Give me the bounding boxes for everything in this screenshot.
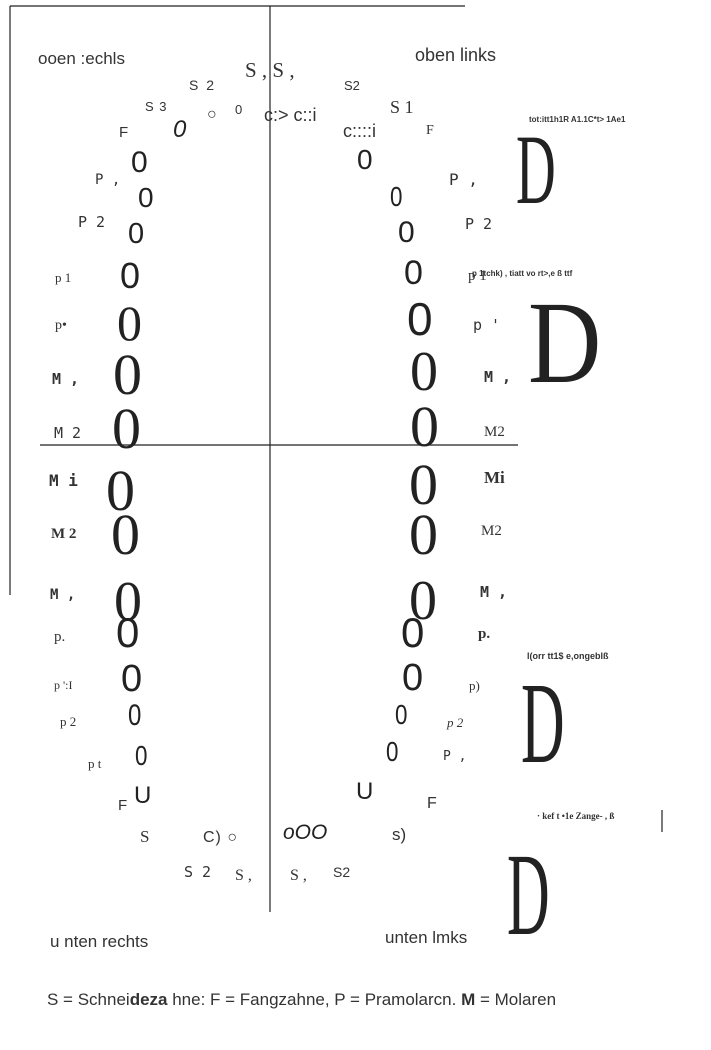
tooth-glyph-left-lower-p4: 0 bbox=[386, 738, 398, 766]
label-incisor-shapes-bottom-right: C) ○ bbox=[203, 830, 238, 846]
tooth-glyph-right-upper-p1: 0 bbox=[138, 184, 154, 212]
tooth-glyph-right-upper-p2: 0 bbox=[128, 220, 144, 249]
side-glyph-d-4: D bbox=[507, 836, 550, 954]
label-s2-top-right: S 2 bbox=[189, 78, 216, 92]
label-m2-bottom-left: M2 bbox=[481, 524, 502, 539]
tooth-glyph-left-upper-p3: 0 bbox=[404, 256, 423, 290]
tooth-glyph-right-upper-f: 0 bbox=[131, 148, 148, 178]
label-p-bottom-left: p. bbox=[478, 627, 490, 642]
label-m1-top-right: M , bbox=[52, 372, 79, 387]
tooth-glyph-right-upper-p4: 0 bbox=[117, 298, 142, 348]
label-f-top-left: F bbox=[426, 124, 434, 138]
side-glyph-d-2: D bbox=[528, 284, 601, 402]
label-p2-top-left: P 2 bbox=[465, 217, 492, 232]
label-incisor-shapes-left: c::::i bbox=[343, 122, 376, 140]
tooth-glyph-left-lower-f: U bbox=[356, 780, 373, 804]
tooth-glyph-left-lower-p1: 0 bbox=[401, 612, 424, 654]
quadrant-label-bottom-right: u nten rechts bbox=[50, 933, 148, 950]
side-glyph-d-1: D bbox=[516, 120, 556, 220]
label-mi-bottom-right: M i bbox=[49, 473, 78, 489]
side-note-4: · kef t •1e Zange- , ß bbox=[537, 812, 614, 821]
legend-part-4: larcn. bbox=[415, 990, 461, 1009]
label-s1-bottom-left: S , bbox=[290, 868, 307, 884]
small-zero-tiny: 0 bbox=[235, 103, 242, 116]
tooth-glyph-left-upper-p2: 0 bbox=[398, 218, 415, 248]
label-f-top-right: F bbox=[119, 125, 128, 140]
legend-part-5: = Molaren bbox=[475, 990, 556, 1009]
label-s1-bottom-left: s) bbox=[392, 826, 406, 843]
tooth-glyph-left-lower-p2: 0 bbox=[402, 659, 423, 697]
label-p-dot-top-right: p• bbox=[55, 319, 67, 333]
tooth-glyph-right-lower-f: U bbox=[134, 784, 151, 808]
label-s1-top-left: S 1 bbox=[390, 98, 414, 116]
label-s1-bottom-right: S , bbox=[235, 868, 252, 884]
label-p1b-top-right: p 1 bbox=[55, 271, 71, 284]
tooth-glyph-right-lower-p2: 0 bbox=[121, 660, 142, 698]
small-circle: ○ bbox=[207, 107, 217, 123]
label-s-bottom-right: S bbox=[140, 828, 149, 845]
tooth-glyph-left-upper-f: 0 bbox=[357, 146, 373, 174]
side-glyph-d-3: D bbox=[521, 666, 565, 782]
label-s1-s1-top-right: S , S , bbox=[245, 60, 295, 81]
legend-part-3: hne: F = Fangzahne, P = Pramo bbox=[168, 990, 415, 1009]
label-p2-top-right: P 2 bbox=[78, 215, 105, 230]
label-m2-top-right: M 2 bbox=[54, 426, 81, 441]
label-m2-top-left: M2 bbox=[484, 425, 505, 440]
legend-m-bold: M bbox=[461, 990, 475, 1009]
legend: S = Schneideza hne: F = Fangzahne, P = P… bbox=[47, 991, 556, 1008]
label-pt-bottom-right: p t bbox=[88, 757, 101, 770]
quadrant-label-bottom-left: unten lmks bbox=[385, 929, 467, 946]
label-incisor-shapes-bottom-left: oOO bbox=[283, 822, 327, 843]
label-p1-bottom-right: p ':I bbox=[54, 679, 73, 691]
label-p2-bottom-right: p 2 bbox=[60, 715, 76, 728]
quadrant-label-top-right: ooen :echls bbox=[38, 50, 125, 67]
tooth-glyph-right-lower-p1: 0 bbox=[116, 612, 139, 654]
label-p-comma-bottom-left: P , bbox=[443, 750, 466, 763]
label-p1-top-right: P , bbox=[95, 173, 120, 187]
label-p2-bottom-left: p 2 bbox=[447, 716, 463, 729]
quadrant-label-top-left: oben links bbox=[415, 46, 496, 64]
label-s2-bottom-left: S2 bbox=[333, 865, 350, 879]
small-zero-italic: 0 bbox=[173, 118, 186, 142]
tooth-glyph-right-upper-p3: 0 bbox=[120, 258, 140, 294]
tooth-glyph-left-lower-m2: 0 bbox=[409, 506, 438, 564]
label-incisor-shapes-right: c:> c::i bbox=[264, 106, 317, 124]
label-f-bottom-left: F bbox=[427, 796, 437, 812]
label-p1-bottom-left: p) bbox=[469, 679, 480, 692]
label-p1-top-left: P , bbox=[449, 172, 478, 188]
tooth-glyph-left-upper-p1: 0 bbox=[390, 183, 402, 211]
label-m1-bottom-left: M , bbox=[480, 585, 507, 600]
label-m2-bottom-right: M 2 bbox=[51, 527, 76, 542]
tooth-glyph-left-upper-m2: 0 bbox=[410, 398, 439, 456]
label-s2-top-left: S2 bbox=[344, 79, 360, 92]
legend-part-2: deza bbox=[130, 990, 168, 1009]
label-p-bottom-right: p. bbox=[54, 630, 65, 645]
label-p-prime-top-left: p ' bbox=[473, 318, 500, 333]
label-m1-top-left: M , bbox=[484, 370, 511, 385]
label-mi-bottom-left: Mi bbox=[484, 469, 505, 486]
tooth-glyph-right-lower-p3: 0 bbox=[128, 701, 141, 731]
label-s3-top-right: S 3 bbox=[145, 100, 168, 113]
tooth-glyph-left-lower-p3: 0 bbox=[395, 701, 407, 729]
tooth-glyph-right-lower-p4: 0 bbox=[135, 742, 147, 770]
tooth-glyph-left-upper-p4: 0 bbox=[407, 296, 433, 342]
label-m1-bottom-right: M , bbox=[50, 588, 75, 602]
tooth-glyph-right-lower-m2: 0 bbox=[111, 506, 140, 564]
legend-part-1: S = Schnei bbox=[47, 990, 130, 1009]
tooth-glyph-right-upper-m2: 0 bbox=[112, 400, 141, 458]
label-s2-bottom-right: S 2 bbox=[184, 865, 211, 880]
label-f-bottom-right: F bbox=[118, 798, 127, 813]
tooth-glyph-left-upper-m1: 0 bbox=[410, 344, 438, 400]
